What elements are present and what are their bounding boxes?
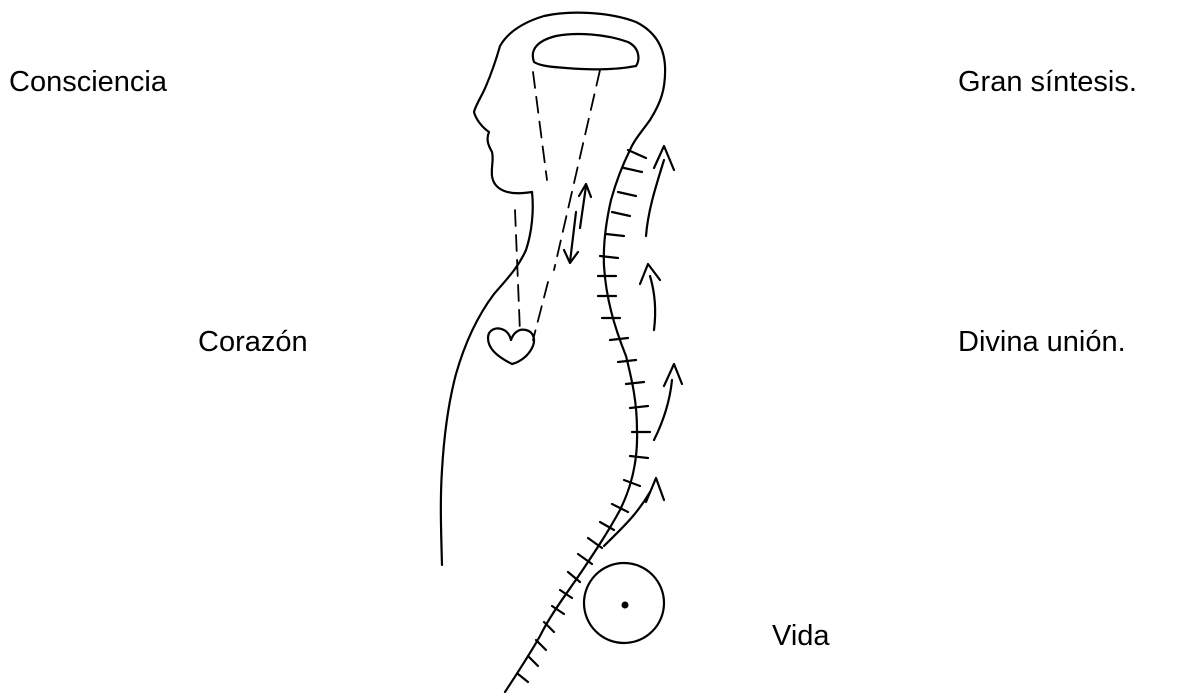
arrow-up-4-head bbox=[646, 478, 664, 502]
arrow-up-1-head bbox=[654, 146, 674, 170]
arrow-up-3-head bbox=[664, 364, 682, 386]
arrow-up-4 bbox=[604, 492, 650, 546]
vida-dot bbox=[622, 602, 629, 609]
dashed-line-right-2 bbox=[533, 282, 548, 340]
arrow-up-1 bbox=[646, 160, 664, 236]
dashed-line-right-1 bbox=[554, 70, 600, 270]
body-front-outline bbox=[441, 192, 533, 565]
dashed-line-left-1 bbox=[533, 72, 547, 180]
arrow-up-3 bbox=[654, 380, 672, 440]
arrow-up-2-head bbox=[640, 264, 660, 284]
head-face-outline bbox=[474, 13, 665, 692]
heart-icon bbox=[488, 328, 534, 364]
arrow-up-2 bbox=[650, 276, 655, 330]
brain-shape bbox=[533, 34, 639, 69]
dashed-line-left-2 bbox=[515, 210, 520, 332]
